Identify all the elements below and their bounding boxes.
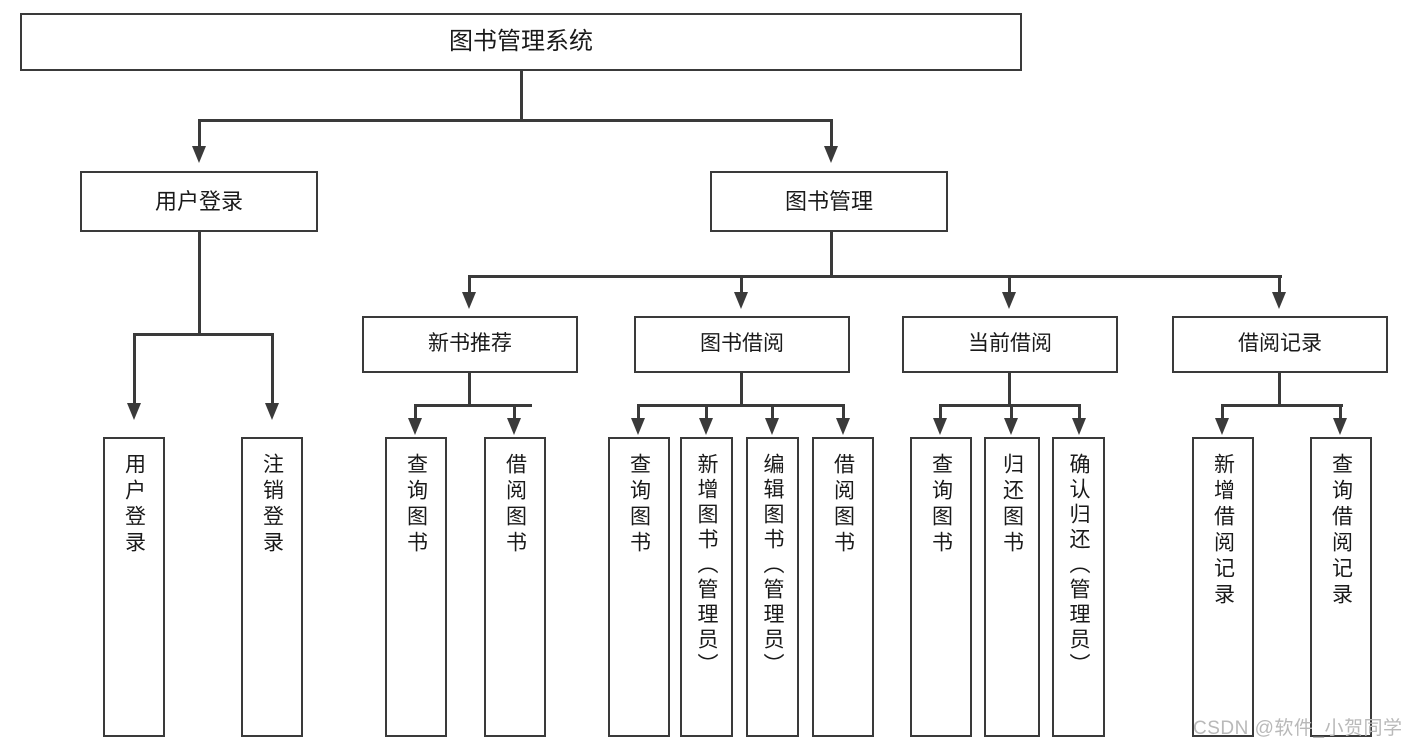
arrow-down-icon xyxy=(1004,418,1018,435)
leaf-edit-book-admin[interactable]: 编辑图书（管理员） xyxy=(746,437,799,737)
node-label: 编辑图书（管理员） xyxy=(761,453,784,678)
node-label: 查询借阅记录 xyxy=(1329,453,1353,609)
node-label: 查询图书 xyxy=(404,453,428,557)
connector-user-login-bus xyxy=(133,333,273,336)
connector-book-manage-bus xyxy=(468,275,1282,278)
connector-root-bus xyxy=(198,119,832,122)
connector-borrow-record-to-leaf1 xyxy=(1221,404,1224,418)
arrow-down-icon xyxy=(1215,418,1229,435)
connector-new-book-rec-to-leaf2 xyxy=(513,404,516,418)
arrow-down-icon xyxy=(1072,418,1086,435)
node-book-borrow[interactable]: 图书借阅 xyxy=(634,316,850,373)
leaf-add-book-admin[interactable]: 新增图书（管理员） xyxy=(680,437,733,737)
arrow-down-icon xyxy=(1002,292,1016,309)
node-label: 查询图书 xyxy=(627,453,651,557)
arrow-down-icon xyxy=(462,292,476,309)
connector-to-book-borrow xyxy=(740,275,743,292)
node-label: 查询图书 xyxy=(929,453,953,557)
node-new-book-recommend[interactable]: 新书推荐 xyxy=(362,316,578,373)
node-label: 图书管理系统 xyxy=(449,27,593,55)
connector-root-to-user-login xyxy=(198,119,201,146)
connector-book-borrow-to-leaf1 xyxy=(637,404,640,418)
arrow-down-icon xyxy=(699,418,713,435)
node-label: 确认归还（管理员） xyxy=(1067,453,1090,678)
connector-new-book-rec-to-leaf1 xyxy=(414,404,417,418)
node-current-borrow[interactable]: 当前借阅 xyxy=(902,316,1118,373)
node-book-management[interactable]: 图书管理 xyxy=(710,171,948,232)
leaf-borrow-book-borrow[interactable]: 借阅图书 xyxy=(812,437,874,737)
connector-book-borrow-to-leaf2 xyxy=(705,404,708,418)
csdn-watermark: CSDN @软件_小贺同学 xyxy=(1193,718,1403,739)
arrow-down-icon xyxy=(765,418,779,435)
connector-new-book-rec-stem xyxy=(468,373,471,406)
connector-to-new-book-rec xyxy=(468,275,471,292)
node-label: 新增借阅记录 xyxy=(1211,453,1235,609)
leaf-logout[interactable]: 注销登录 xyxy=(241,437,303,737)
arrow-down-icon xyxy=(836,418,850,435)
arrow-down-icon xyxy=(824,146,838,163)
node-user-login[interactable]: 用户登录 xyxy=(80,171,318,232)
node-label: 借阅图书 xyxy=(831,453,855,557)
node-label: 借阅图书 xyxy=(503,453,527,557)
node-label: 新增图书（管理员） xyxy=(695,453,718,678)
connector-to-current-borrow xyxy=(1008,275,1011,292)
arrow-down-icon xyxy=(507,418,521,435)
node-borrow-record[interactable]: 借阅记录 xyxy=(1172,316,1388,373)
arrow-down-icon xyxy=(408,418,422,435)
node-label: 图书借阅 xyxy=(700,332,784,356)
connector-current-borrow-stem xyxy=(1008,373,1011,406)
leaf-query-borrow-record[interactable]: 查询借阅记录 xyxy=(1310,437,1372,737)
node-label: 图书管理 xyxy=(784,188,873,214)
arrow-down-icon xyxy=(1333,418,1347,435)
connector-book-manage-stem xyxy=(830,232,833,277)
arrow-down-icon xyxy=(933,418,947,435)
connector-book-borrow-stem xyxy=(740,373,743,406)
connector-borrow-record-bus xyxy=(1221,404,1343,407)
connector-user-login-stem xyxy=(198,232,201,335)
connector-book-borrow-to-leaf3 xyxy=(771,404,774,418)
leaf-confirm-return-admin[interactable]: 确认归还（管理员） xyxy=(1052,437,1105,737)
leaf-user-login[interactable]: 用户登录 xyxy=(103,437,165,737)
connector-book-borrow-to-leaf4 xyxy=(842,404,845,418)
connector-current-borrow-to-leaf2 xyxy=(1010,404,1013,418)
node-label: 用户登录 xyxy=(122,453,146,557)
arrow-down-icon xyxy=(631,418,645,435)
arrow-down-icon xyxy=(265,403,279,420)
arrow-down-icon xyxy=(1272,292,1286,309)
node-label: 借阅记录 xyxy=(1238,332,1322,356)
leaf-query-book-borrow[interactable]: 查询图书 xyxy=(608,437,670,737)
connector-user-login-to-leaf1 xyxy=(133,333,136,403)
connector-current-borrow-to-leaf3 xyxy=(1078,404,1081,418)
connector-user-login-to-leaf2 xyxy=(271,333,274,403)
leaf-borrow-book-recommend[interactable]: 借阅图书 xyxy=(484,437,546,737)
connector-borrow-record-stem xyxy=(1278,373,1281,406)
connector-root-to-book-manage xyxy=(830,119,833,146)
connector-current-borrow-to-leaf1 xyxy=(939,404,942,418)
arrow-down-icon xyxy=(734,292,748,309)
node-label: 当前借阅 xyxy=(968,332,1052,356)
leaf-query-book-current[interactable]: 查询图书 xyxy=(910,437,972,737)
node-label: 新书推荐 xyxy=(428,332,512,356)
leaf-query-book-recommend[interactable]: 查询图书 xyxy=(385,437,447,737)
node-root-book-management-system[interactable]: 图书管理系统 xyxy=(20,13,1022,71)
connector-current-borrow-bus xyxy=(939,404,1080,407)
connector-book-borrow-bus xyxy=(637,404,844,407)
connector-borrow-record-to-leaf2 xyxy=(1339,404,1342,418)
node-label: 归还图书 xyxy=(1000,453,1024,557)
connector-new-book-rec-bus xyxy=(414,404,532,407)
connector-root-stem xyxy=(520,71,523,121)
connector-to-borrow-record xyxy=(1278,275,1281,292)
arrow-down-icon xyxy=(127,403,141,420)
node-label: 注销登录 xyxy=(260,453,284,557)
leaf-add-borrow-record[interactable]: 新增借阅记录 xyxy=(1192,437,1254,737)
node-label: 用户登录 xyxy=(154,188,243,214)
arrow-down-icon xyxy=(192,146,206,163)
leaf-return-book[interactable]: 归还图书 xyxy=(984,437,1040,737)
